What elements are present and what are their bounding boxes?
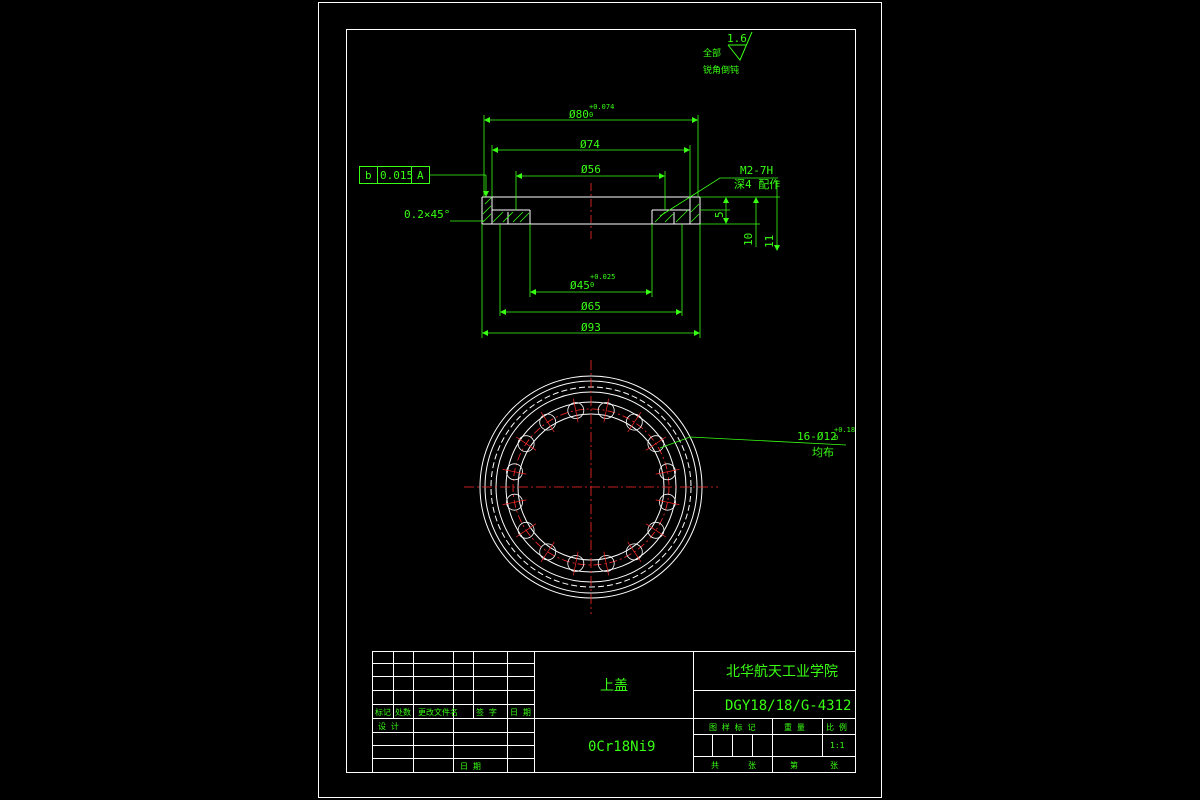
dim-d45: Ø45 — [570, 279, 590, 292]
label-mark: 标记 — [375, 707, 391, 717]
label-count: 处数 — [395, 707, 411, 717]
roughness-value: 1.6 — [727, 32, 747, 45]
holes-tol-lower: 0 — [834, 434, 838, 442]
title-block-text: 标记 处数 更改文件名 签 字 日 期 设 计 日 期 上盖 0Cr18Ni9 … — [375, 664, 851, 771]
geometric-tolerance-frame: b 0.015 A — [359, 166, 489, 197]
thread-note-2: 深4 配作 — [734, 178, 780, 191]
tolerance-datum: A — [417, 169, 424, 182]
hole — [539, 543, 557, 561]
section-hatching — [482, 197, 700, 223]
label-scale: 比 例 — [826, 722, 847, 732]
dim-h11: 11 — [763, 235, 776, 248]
hole — [647, 435, 665, 453]
part-name: 上盖 — [600, 678, 628, 694]
roughness-symbol: 1.6 全部 锐角倒钝 — [703, 31, 753, 76]
label-stage-mark: 图 样 标 记 — [709, 722, 755, 732]
dims-bottom — [482, 289, 700, 336]
hole — [659, 493, 676, 511]
hole-center-mark — [627, 541, 642, 562]
label-sheet-word2: 张 — [830, 761, 838, 770]
dim-h5: 5 — [713, 211, 726, 218]
hole — [625, 413, 643, 431]
hole — [517, 435, 535, 453]
hole-center-mark — [516, 523, 537, 538]
label-sign: 签 字 — [476, 707, 497, 717]
chamfer-note: 0.2×45° — [404, 208, 450, 221]
dim-d80: Ø80 — [569, 108, 589, 121]
label-sheet-word: 张 — [748, 761, 756, 770]
thread-note-1: M2-7H — [740, 164, 773, 177]
hole — [567, 402, 585, 419]
dim-d56: Ø56 — [581, 163, 601, 176]
dim-d80-lower: 0 — [589, 111, 593, 119]
hole-center-mark — [573, 398, 579, 423]
label-date: 日 期 — [510, 708, 531, 717]
hole-center-mark — [516, 436, 537, 451]
roughness-label-2: 锐角倒钝 — [703, 64, 739, 76]
hole — [539, 413, 557, 431]
hole — [597, 402, 615, 419]
dim-d74: Ø74 — [580, 138, 600, 151]
hole — [506, 493, 523, 511]
tolerance-symbol: b — [365, 169, 372, 182]
label-sheet-no: 第 — [790, 760, 798, 770]
scale-value: 1:1 — [830, 741, 845, 750]
label-sheet-total: 共 — [711, 761, 719, 770]
title-block — [372, 651, 856, 773]
hole-center-mark — [573, 551, 579, 576]
tolerance-value: 0.015 — [380, 169, 413, 182]
inner-frame — [346, 29, 856, 773]
hole — [647, 521, 665, 539]
dim-d80-upper: +0.074 — [589, 103, 614, 111]
roughness-label-1: 全部 — [703, 47, 721, 59]
dims-top — [484, 117, 698, 179]
thread-leader — [659, 177, 778, 217]
hole-pattern — [502, 398, 680, 576]
label-design: 设 计 — [378, 721, 399, 731]
extension-lines — [481, 115, 701, 338]
dim-h10: 10 — [742, 233, 755, 246]
hole-center-mark — [645, 436, 666, 451]
hole-center-mark — [502, 469, 527, 475]
hole — [517, 521, 535, 539]
hole-center-mark — [645, 523, 666, 538]
side-dims — [700, 180, 780, 251]
hole-center-mark — [540, 412, 555, 433]
material: 0Cr18Ni9 — [588, 739, 655, 755]
hole — [567, 555, 585, 572]
holes-leader — [659, 436, 847, 449]
hole-center-mark — [655, 499, 680, 505]
outer-frame — [318, 2, 882, 798]
label-change-doc: 更改文件名 — [418, 707, 458, 717]
dim-d65: Ø65 — [581, 300, 601, 313]
dim-d45-lower: 0 — [590, 281, 594, 289]
holes-note-2: 均布 — [812, 446, 834, 459]
holes-note-1: 16-Ø12 — [797, 430, 837, 443]
institution: 北华航天工业学院 — [726, 664, 838, 680]
hole — [506, 463, 523, 481]
hole-center-mark — [540, 541, 555, 562]
drawing-number: DGY18/18/G-4312 — [725, 698, 851, 714]
label-date2: 日 期 — [460, 762, 481, 771]
hole-center-mark — [502, 499, 527, 505]
hole-center-mark — [603, 551, 609, 576]
dim-d45-upper: +0.025 — [590, 273, 615, 281]
hole — [659, 463, 676, 481]
hole — [625, 543, 643, 561]
section-view — [481, 196, 701, 225]
label-weight: 重 量 — [784, 722, 805, 732]
dim-d93: Ø93 — [581, 321, 601, 334]
hole-center-mark — [655, 469, 680, 475]
hole-center-mark — [627, 412, 642, 433]
holes-tol-upper: +0.18 — [834, 426, 855, 434]
hole — [597, 555, 615, 572]
hole-center-mark — [603, 398, 609, 423]
